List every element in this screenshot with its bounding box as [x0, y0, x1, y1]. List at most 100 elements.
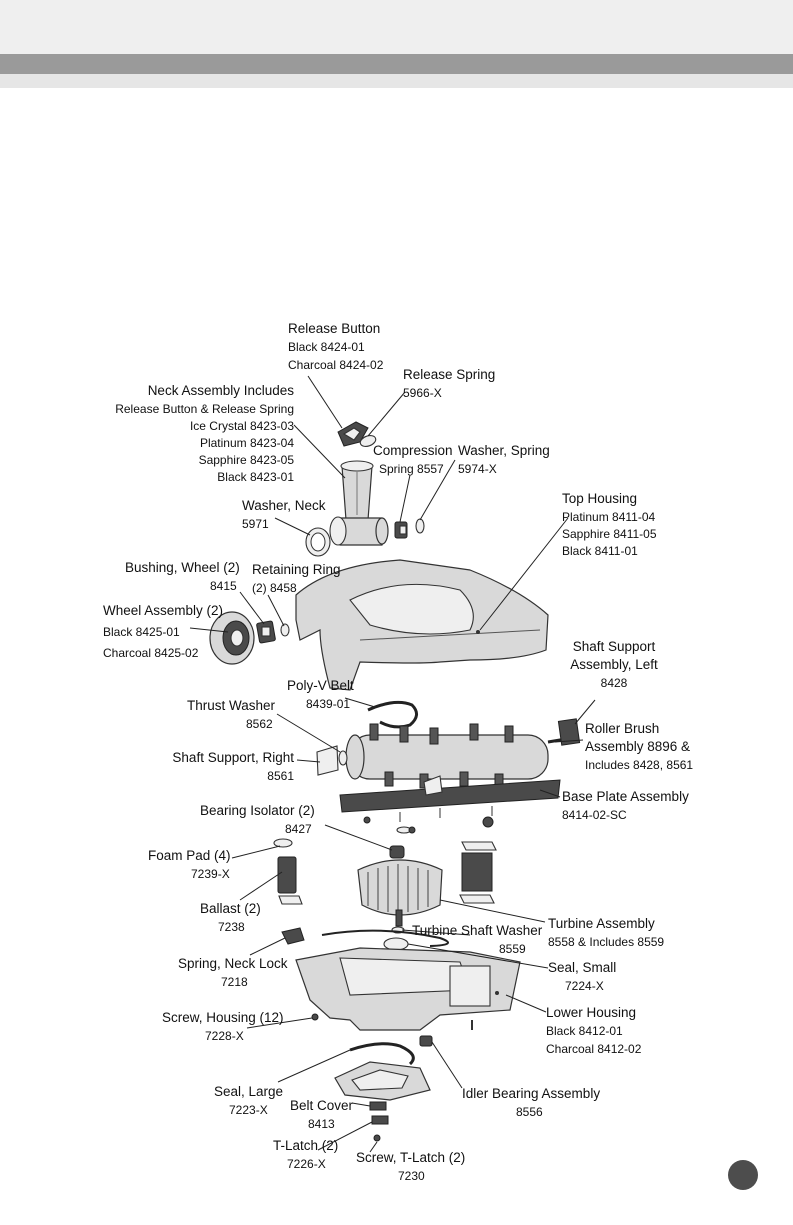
svg-text:8561: 8561 [267, 769, 294, 783]
label-seal-small: Seal, Small 7224-X [548, 960, 616, 993]
label-thrust-washer: Thrust Washer 8562 [187, 698, 276, 731]
svg-text:Black 8425-01: Black 8425-01 [103, 625, 180, 639]
roller-brush-part [345, 723, 573, 789]
svg-text:7223-X: 7223-X [229, 1103, 268, 1117]
label-screw-housing: Screw, Housing (12) 7228-X [162, 1010, 284, 1043]
shaft-support-right-part [316, 745, 339, 776]
label-belt-cover: Belt Cover 8413 [290, 1098, 354, 1131]
label-wheel-assembly: Wheel Assembly (2) Black 8425-01 Charcoa… [103, 603, 223, 660]
svg-text:Sapphire 8423-05: Sapphire 8423-05 [199, 453, 295, 467]
svg-text:Top Housing: Top Housing [562, 491, 637, 506]
label-ballast: Ballast (2) 7238 [200, 901, 261, 934]
compression-spring-part [394, 521, 408, 539]
svg-text:Black 8423-01: Black 8423-01 [217, 470, 294, 484]
svg-text:Release Button: Release Button [288, 321, 380, 336]
svg-text:Bearing Isolator (2): Bearing Isolator (2) [200, 803, 315, 818]
retaining-ring-part [280, 623, 290, 637]
svg-text:8562: 8562 [246, 717, 273, 731]
svg-text:Black 8424-01: Black 8424-01 [288, 340, 365, 354]
label-foam-pad: Foam Pad (4) 7239-X [148, 848, 231, 881]
header-gray-bar [0, 54, 793, 74]
svg-text:Poly-V Belt: Poly-V Belt [287, 678, 354, 693]
neck-assembly-part [329, 460, 389, 546]
svg-text:5971: 5971 [242, 517, 269, 531]
housing-screw-part [311, 1013, 473, 1030]
svg-text:Sapphire 8411-05: Sapphire 8411-05 [562, 527, 657, 541]
svg-text:Turbine Shaft Washer: Turbine Shaft Washer [412, 923, 543, 938]
svg-text:Retaining Ring: Retaining Ring [252, 562, 341, 577]
svg-text:7224-X: 7224-X [565, 979, 604, 993]
svg-text:Assembly 8896 &: Assembly 8896 & [585, 739, 690, 754]
label-compression-spring: Compression Spring 8557 [373, 443, 453, 476]
release-spring-part [359, 435, 377, 447]
svg-text:Bushing, Wheel (2): Bushing, Wheel (2) [125, 560, 240, 575]
svg-text:8558 & Includes 8559: 8558 & Includes 8559 [548, 935, 664, 949]
label-screw-t-latch: Screw, T-Latch (2) 7230 [356, 1150, 465, 1183]
svg-text:Turbine Assembly: Turbine Assembly [548, 916, 655, 931]
label-top-housing: Top Housing Platinum 8411-04 Sapphire 84… [562, 491, 657, 558]
t-latch-part [369, 1101, 389, 1125]
label-shaft-support-right: Shaft Support, Right 8561 [172, 750, 294, 783]
svg-text:8439-01: 8439-01 [306, 697, 350, 711]
svg-text:Neck Assembly Includes: Neck Assembly Includes [148, 383, 295, 398]
label-neck-assembly: Neck Assembly Includes Release Button & … [115, 383, 294, 484]
svg-text:Charcoal 8424-02: Charcoal 8424-02 [288, 358, 384, 372]
svg-text:7230: 7230 [398, 1169, 425, 1183]
svg-text:Lower Housing: Lower Housing [546, 1005, 636, 1020]
svg-text:(2) 8458: (2) 8458 [252, 581, 297, 595]
svg-text:7226-X: 7226-X [287, 1157, 326, 1171]
svg-text:Ballast (2): Ballast (2) [200, 901, 261, 916]
leader-lines [189, 375, 596, 1153]
svg-text:Screw, Housing (12): Screw, Housing (12) [162, 1010, 284, 1025]
label-washer-neck: Washer, Neck 5971 [242, 498, 326, 531]
page-number-circle [728, 1160, 758, 1190]
svg-text:Ice Crystal 8423-03: Ice Crystal 8423-03 [190, 419, 294, 433]
base-screws-part [363, 816, 494, 834]
wheel-bushing-part [256, 620, 276, 644]
label-shaft-support-left: Shaft Support Assembly, Left 8428 [570, 639, 658, 690]
label-washer-spring: Washer, Spring 5974-X [458, 443, 550, 476]
svg-text:Washer, Spring: Washer, Spring [458, 443, 550, 458]
svg-text:Charcoal 8425-02: Charcoal 8425-02 [103, 646, 199, 660]
foam-pad-ballast-part [277, 841, 497, 905]
svg-text:8414-02-SC: 8414-02-SC [562, 808, 627, 822]
label-lower-housing: Lower Housing Black 8412-01 Charcoal 841… [546, 1005, 642, 1056]
svg-text:Spring, Neck Lock: Spring, Neck Lock [178, 956, 288, 971]
svg-text:Belt Cover: Belt Cover [290, 1098, 354, 1113]
label-t-latch: T-Latch (2) 7226-X [273, 1138, 338, 1171]
poly-v-belt-part [367, 700, 418, 729]
svg-text:Foam Pad (4): Foam Pad (4) [148, 848, 231, 863]
svg-text:Assembly, Left: Assembly, Left [570, 657, 658, 672]
label-seal-large: Seal, Large 7223-X [214, 1084, 283, 1117]
svg-text:Spring 8557: Spring 8557 [379, 462, 444, 476]
svg-text:Black 8412-01: Black 8412-01 [546, 1024, 623, 1038]
belt-cover-part [334, 1061, 431, 1101]
svg-text:Shaft Support: Shaft Support [573, 639, 656, 654]
shaft-support-left-part [557, 718, 581, 746]
svg-text:Release Button & Release Sprin: Release Button & Release Spring [115, 402, 294, 416]
label-release-spring: Release Spring 5966-X [403, 367, 495, 400]
svg-text:5966-X: 5966-X [403, 386, 442, 400]
seal-large-part [349, 1042, 415, 1066]
seal-small-part [321, 929, 449, 951]
label-turbine-shaft-washer: Turbine Shaft Washer 8559 [412, 923, 543, 956]
page-header-band [0, 0, 793, 54]
lower-housing-part [295, 947, 521, 1031]
svg-text:8428: 8428 [601, 676, 628, 690]
label-base-plate: Base Plate Assembly 8414-02-SC [562, 789, 689, 822]
label-bushing-wheel: Bushing, Wheel (2) 8415 [125, 560, 240, 593]
svg-text:8427: 8427 [285, 822, 312, 836]
label-bearing-isolator: Bearing Isolator (2) 8427 [200, 803, 315, 836]
t-latch-screw-part [373, 1134, 381, 1142]
header-bar-shadow [0, 74, 793, 88]
svg-text:Release Spring: Release Spring [403, 367, 495, 382]
svg-text:7218: 7218 [221, 975, 248, 989]
svg-text:Base Plate Assembly: Base Plate Assembly [562, 789, 689, 804]
label-turbine-assembly: Turbine Assembly 8558 & Includes 8559 [548, 916, 664, 949]
neck-washer-part [305, 527, 331, 557]
label-roller-brush: Roller Brush Assembly 8896 & Includes 84… [585, 721, 693, 772]
wheel-assembly-part [209, 611, 255, 665]
base-plate-part [339, 775, 561, 822]
svg-text:5974-X: 5974-X [458, 462, 497, 476]
